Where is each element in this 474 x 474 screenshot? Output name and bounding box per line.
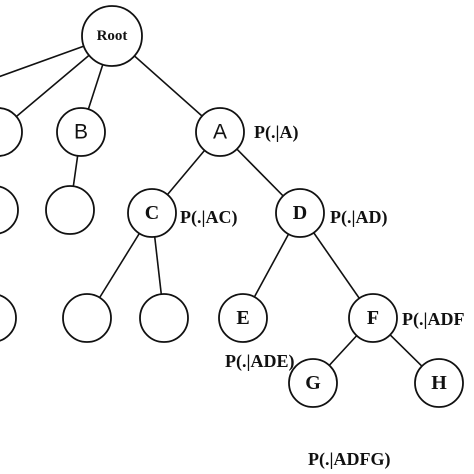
node-a: A xyxy=(195,107,245,157)
node-n4 xyxy=(0,294,17,342)
node-label-c: C xyxy=(145,202,159,224)
node-label-f: F xyxy=(367,307,379,329)
node-label-b: B xyxy=(74,121,88,144)
node-n2 xyxy=(0,185,19,235)
node-circle-root xyxy=(81,5,143,67)
node-circle-d xyxy=(275,188,325,238)
node-label-root: Root xyxy=(97,28,128,44)
probability-label-c: P(.|AC) xyxy=(180,207,237,228)
node-g: G xyxy=(288,358,338,408)
node-label-e: E xyxy=(236,307,249,329)
node-n6 xyxy=(139,293,189,343)
node-circle-n4 xyxy=(0,294,17,342)
node-circle-n1 xyxy=(0,107,23,157)
node-circle-n2 xyxy=(0,185,19,235)
node-circle-n5 xyxy=(62,293,112,343)
node-h: H xyxy=(414,358,464,408)
probability-label-e: P(.|ADE) xyxy=(225,351,294,372)
node-n1 xyxy=(0,107,23,157)
node-f: F xyxy=(348,293,398,343)
node-circle-c xyxy=(127,188,177,238)
node-c: C xyxy=(127,188,177,238)
node-label-a: A xyxy=(213,121,227,144)
node-label-h: H xyxy=(431,372,447,394)
tree-annotations: P(.|A) P(.|AC) P(.|AD) P(.|ADE) P(.|ADF P(.|A… xyxy=(180,122,464,470)
node-circle-e xyxy=(218,293,268,343)
node-circle-n3 xyxy=(45,185,95,235)
node-circle-h xyxy=(414,358,464,408)
probability-label-d: P(.|AD) xyxy=(330,207,387,228)
probability-label-g: P(.|ADFG) xyxy=(308,449,390,470)
node-circle-g xyxy=(288,358,338,408)
node-circle-f xyxy=(348,293,398,343)
probability-label-a: P(.|A) xyxy=(254,122,298,143)
node-root: Root xyxy=(81,5,143,67)
node-d: D xyxy=(275,188,325,238)
node-n3 xyxy=(45,185,95,235)
probability-label-f: P(.|ADF xyxy=(402,309,464,330)
node-n5 xyxy=(62,293,112,343)
node-circle-a xyxy=(195,107,245,157)
node-circle-n6 xyxy=(139,293,189,343)
node-label-g: G xyxy=(305,372,321,394)
node-e: E xyxy=(218,293,268,343)
node-circle-b xyxy=(56,107,106,157)
node-label-d: D xyxy=(293,202,307,224)
node-b: B xyxy=(56,107,106,157)
